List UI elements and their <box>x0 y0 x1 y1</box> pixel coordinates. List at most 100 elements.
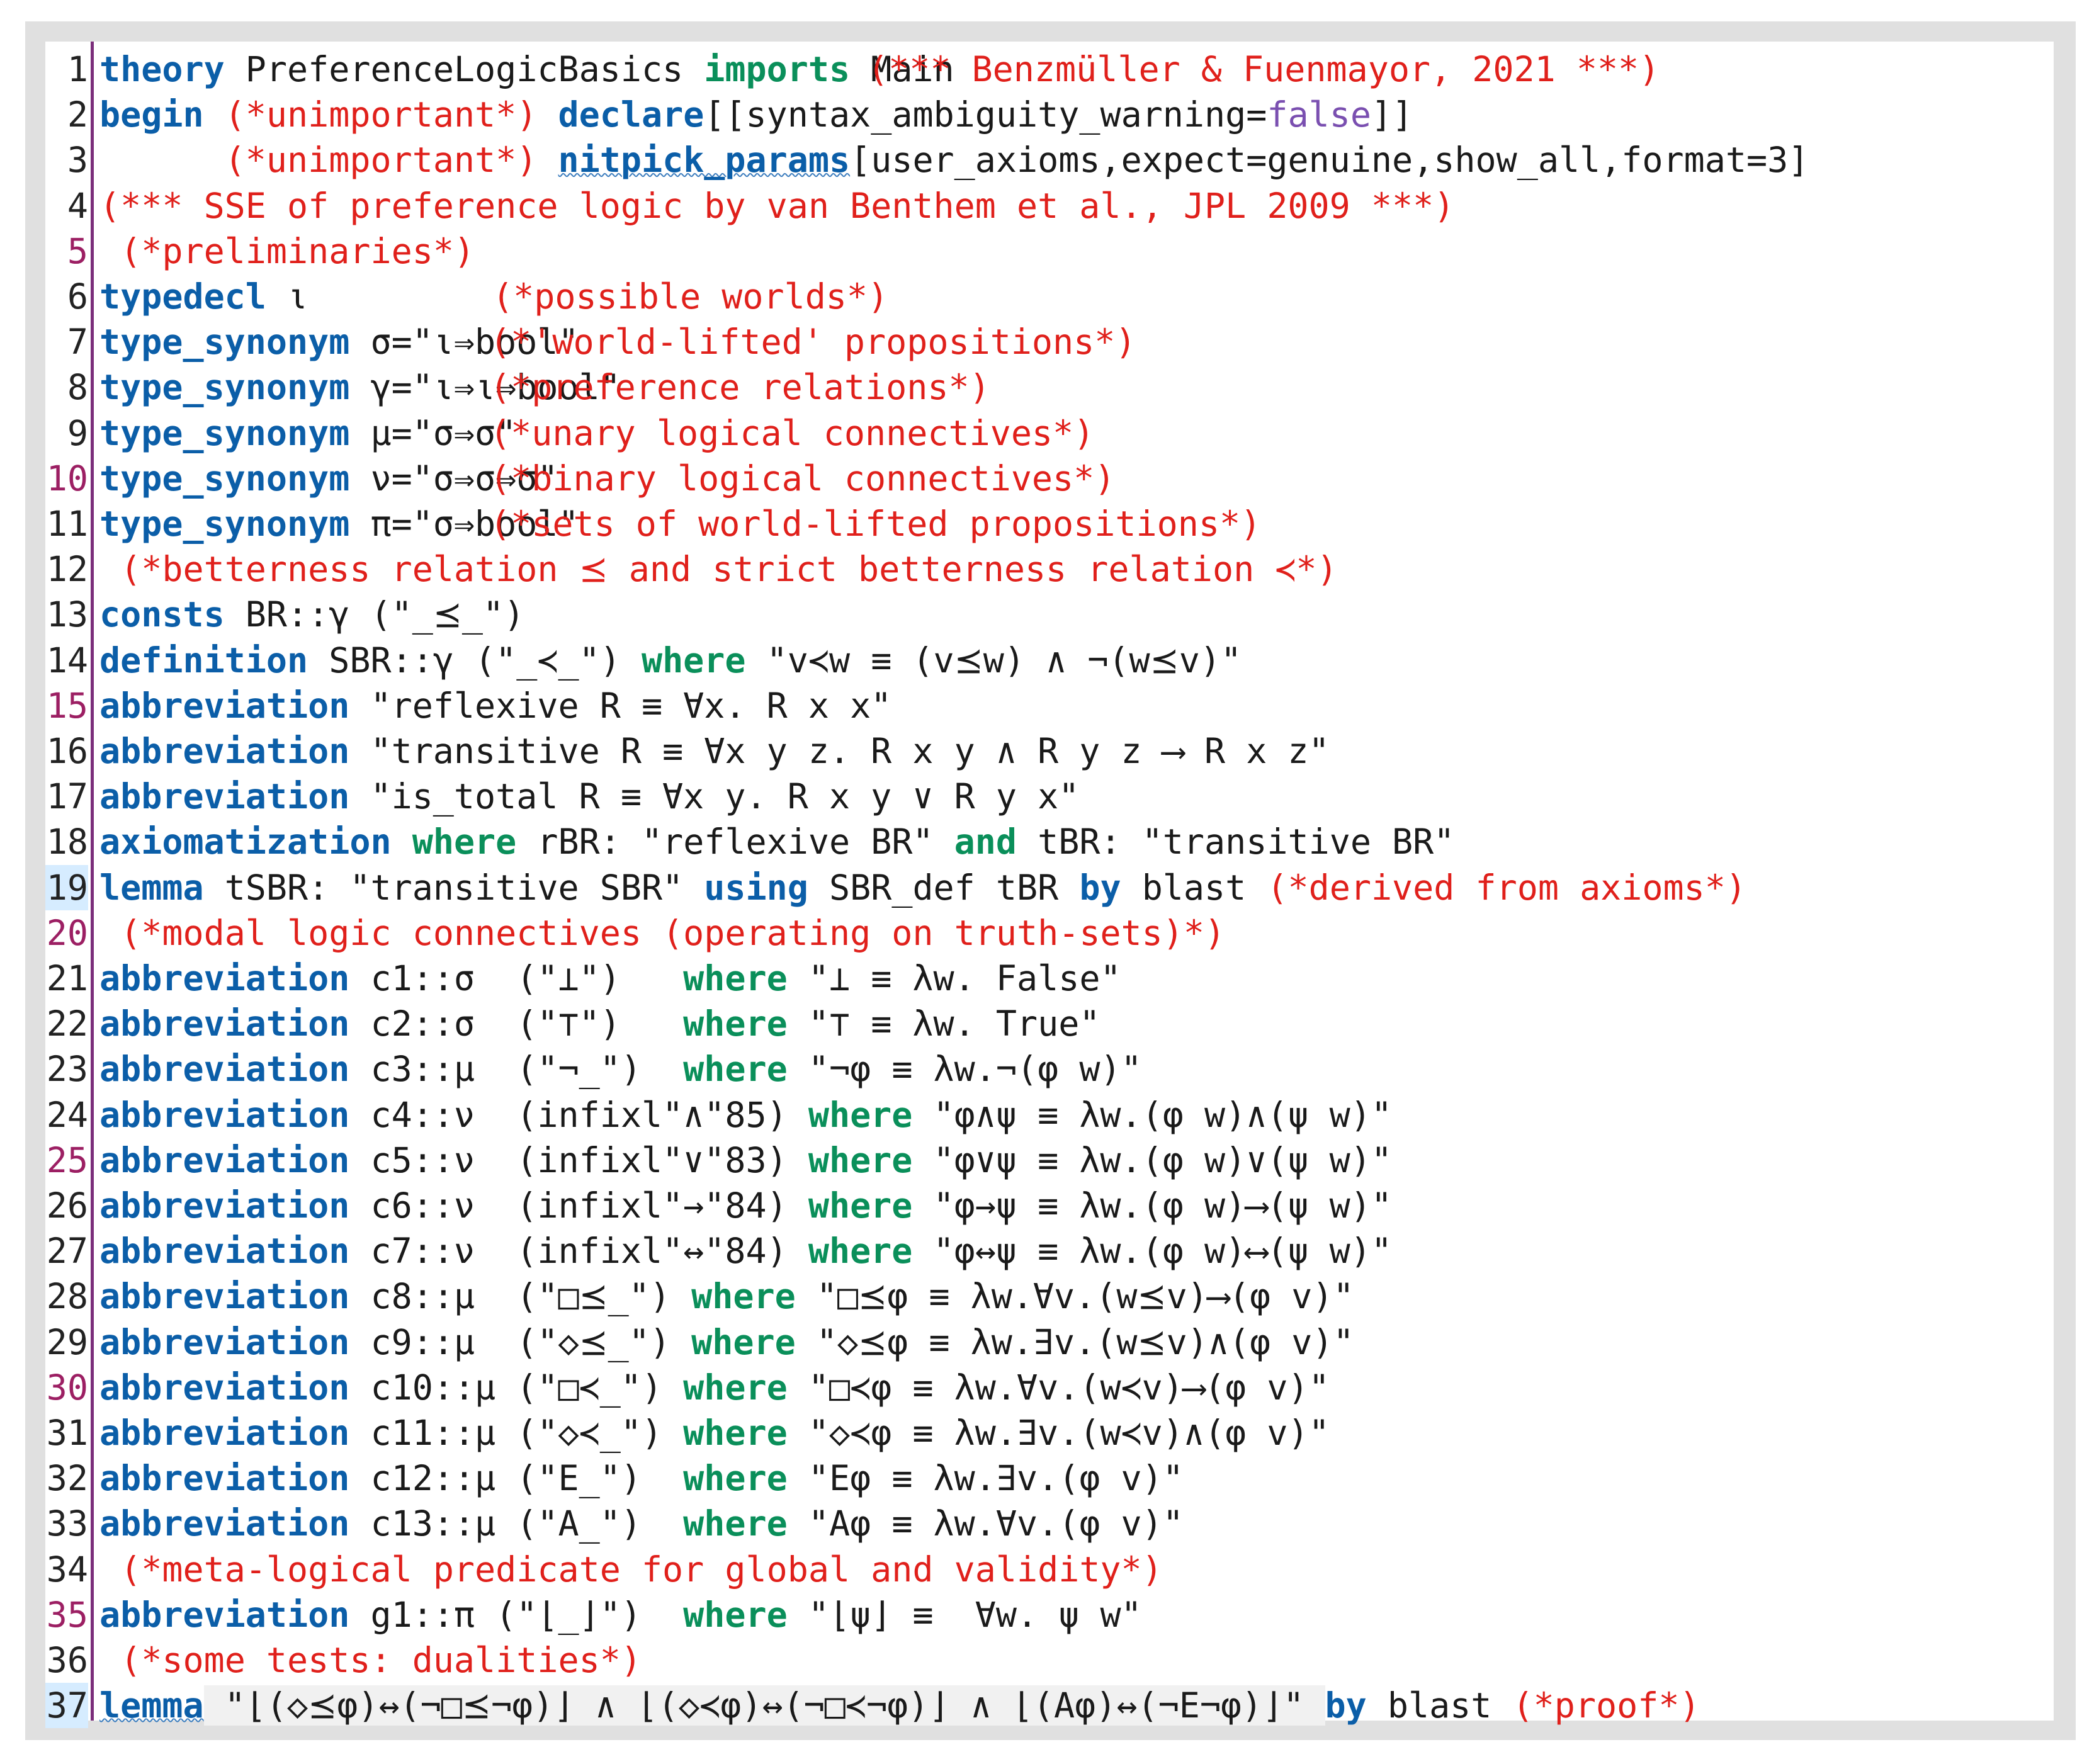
code-line[interactable]: 12 (*betterness relation ⪯ and strict be… <box>47 546 1338 592</box>
code-text: γ="ι⇒ι⇒bool" <box>349 367 621 408</box>
code-line[interactable]: 36 (*some tests: dualities*) <box>47 1637 642 1683</box>
keyword: lemma <box>99 1685 204 1726</box>
keyword: abbreviation <box>99 1094 350 1135</box>
keyword: theory <box>99 49 225 89</box>
keyword-begin: begin <box>99 94 204 135</box>
code-text: c9::μ ("◇⪯_") <box>349 1321 692 1362</box>
keyword: where <box>808 1231 913 1272</box>
keyword: type_synonym <box>99 367 350 408</box>
line-number: 17 <box>46 776 88 817</box>
line-number: 32 <box>46 1458 88 1499</box>
keyword: where <box>683 1367 788 1408</box>
keyword: typedecl <box>99 276 266 317</box>
line-number: 1 <box>67 49 88 89</box>
line-number: 6 <box>67 276 88 317</box>
comment: (*sets of world-lifted propositions*) <box>490 504 1262 544</box>
keyword: where <box>641 640 746 681</box>
code-text: rBR: "reflexive BR" <box>516 822 954 862</box>
line-number: 21 <box>46 958 88 998</box>
line-number: 16 <box>46 731 88 771</box>
code-text: Main <box>850 49 954 89</box>
line-number: 29 <box>46 1321 88 1362</box>
line-number: 31 <box>46 1413 88 1453</box>
line-number: 27 <box>46 1231 88 1272</box>
code-text: "◇⪯φ ≡ λw.∃v.(w⪯v)∧(φ v)" <box>795 1321 1354 1362</box>
code-text: c5::ν (infixl"∨"83) <box>349 1139 808 1180</box>
code-text: c2::σ ("⊤") <box>349 1004 684 1044</box>
comment: (*'world-lifted' propositions*) <box>490 322 1136 363</box>
line-number: 13 <box>46 594 88 635</box>
line-number: 7 <box>67 322 88 363</box>
keyword: where <box>683 1594 788 1635</box>
keyword: consts <box>99 594 225 635</box>
code-line[interactable]: 4(*** SSE of preference logic by van Ben… <box>67 183 1454 229</box>
keyword: axiomatization <box>99 822 392 862</box>
line-number: 10 <box>46 458 88 499</box>
code-text: "¬φ ≡ λw.¬(φ w)" <box>787 1049 1142 1090</box>
keyword: abbreviation <box>99 1458 350 1499</box>
code-text: tBR: "transitive BR" <box>1017 822 1455 862</box>
code-text: "φ∧ψ ≡ λw.(φ w)∧(ψ w)" <box>912 1094 1393 1135</box>
code-line[interactable]: 3 (*unimportant*) nitpick_params[user_ax… <box>67 137 1809 183</box>
code-text: ι <box>266 276 308 317</box>
code-text: blast <box>1366 1685 1513 1726</box>
line-number: 3 <box>67 140 88 181</box>
keyword-and: and <box>954 822 1017 862</box>
keyword: type_synonym <box>99 504 350 544</box>
code-text: c10::μ ("□≺_") <box>349 1367 684 1408</box>
code-text: "is_total R ≡ ∀x y. R x y ∨ R y x" <box>349 776 1080 817</box>
code-text: "φ↔ψ ≡ λw.(φ w)⟷(ψ w)" <box>912 1231 1393 1272</box>
keyword: type_synonym <box>99 322 350 363</box>
comment: (*** Benzmüller & Fuenmayor, 2021 ***) <box>868 49 1660 89</box>
keyword: abbreviation <box>99 685 350 726</box>
code-line[interactable]: 17 abbreviation "is_total R ≡ ∀x y. R x y… <box>47 774 1080 819</box>
keyword: abbreviation <box>99 731 350 771</box>
keyword: abbreviation <box>99 1276 350 1317</box>
keyword-by: by <box>1079 867 1121 908</box>
keyword: type_synonym <box>99 412 350 453</box>
line-number: 12 <box>46 549 88 590</box>
keyword: abbreviation <box>99 1594 350 1635</box>
code-line[interactable]: 34 (*meta-logical predicate for global a… <box>47 1547 1163 1592</box>
code-text: "⌊(◇⪯φ)↔(¬□⪯¬φ)⌋ ∧ ⌊(◇≺φ)↔(¬□≺¬φ)⌋ ∧ ⌊(A… <box>203 1685 1325 1726</box>
keyword: abbreviation <box>99 776 350 817</box>
code-text: c11::μ ("◇≺_") <box>349 1413 684 1453</box>
comment: (*modal logic connectives (operating on … <box>120 912 1226 953</box>
code-text: π="σ⇒bool" <box>349 504 579 544</box>
keyword: definition <box>99 640 308 681</box>
keyword: where <box>683 1004 788 1044</box>
keyword: where <box>683 1049 788 1090</box>
code-line[interactable]: 20 (*modal logic connectives (operating … <box>47 910 1226 956</box>
code-line[interactable]: 5 (*preliminaries*) <box>67 229 475 274</box>
